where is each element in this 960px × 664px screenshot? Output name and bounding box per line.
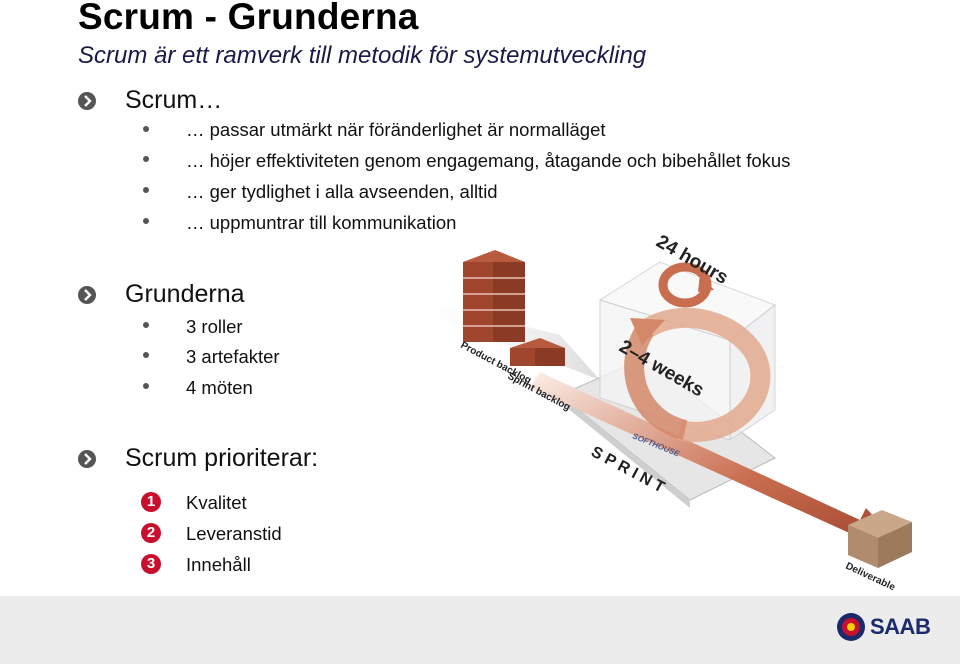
chevron-right-icon bbox=[78, 449, 96, 468]
list-item: 3 roller bbox=[186, 316, 243, 337]
list-item: … uppmuntrar till kommunikation bbox=[186, 212, 457, 233]
chevron-right-icon bbox=[78, 91, 96, 110]
cycle-arrow-back bbox=[624, 324, 688, 440]
list-item: Kvalitet bbox=[186, 492, 247, 513]
daily-cycle-arrowhead bbox=[698, 274, 714, 292]
main-arrow bbox=[530, 372, 900, 548]
slide-subtitle: Scrum är ett ramverk till metodik för sy… bbox=[78, 42, 647, 69]
list-item: … passar utmärkt när föränderlighet är n… bbox=[186, 119, 606, 140]
list-item: Leveranstid bbox=[186, 523, 282, 544]
section-heading-prioriterar: Scrum prioriterar: bbox=[78, 444, 318, 473]
sprint-platform-side bbox=[560, 395, 690, 508]
cycle-arrow-head bbox=[630, 318, 665, 345]
bullet-icon bbox=[143, 156, 149, 162]
footer-bar bbox=[0, 596, 960, 664]
deliverable-box bbox=[848, 510, 912, 568]
bullet-icon bbox=[143, 383, 149, 389]
cycle-arrow bbox=[639, 307, 771, 442]
section-heading-scrum: Scrum… bbox=[78, 86, 222, 115]
bullet-icon bbox=[143, 322, 149, 328]
product-backlog-stack bbox=[463, 250, 525, 342]
section-heading-grunderna: Grunderna bbox=[78, 280, 245, 309]
slide-title: Scrum - Grunderna bbox=[78, 0, 419, 37]
scrum-sprint-diagram: 24 hours 2–4 weeks Product backlog Sprin… bbox=[400, 231, 912, 594]
saab-logo-text: SAAB bbox=[870, 614, 931, 639]
list-item: … höjer effektiviteten genom engagemang,… bbox=[186, 150, 791, 171]
list-item: 4 möten bbox=[186, 377, 253, 398]
number-badge-2: 2 bbox=[141, 523, 161, 543]
sprint-backlog-stack bbox=[510, 338, 565, 366]
chevron-right-icon bbox=[78, 285, 96, 304]
bullet-icon bbox=[143, 126, 149, 132]
saab-emblem-icon bbox=[837, 613, 865, 641]
bullet-icon bbox=[143, 187, 149, 193]
saab-logo: SAAB bbox=[836, 612, 931, 642]
bullet-icon bbox=[143, 218, 149, 224]
number-badge-3: 3 bbox=[141, 554, 161, 574]
list-item: 3 artefakter bbox=[186, 346, 280, 367]
list-item: … ger tydlighet i alla avseenden, alltid bbox=[186, 181, 498, 202]
number-badge-1: 1 bbox=[141, 492, 161, 512]
list-item: Innehåll bbox=[186, 554, 251, 575]
deliverable-label: Deliverable bbox=[844, 561, 897, 594]
bullet-icon bbox=[143, 352, 149, 358]
